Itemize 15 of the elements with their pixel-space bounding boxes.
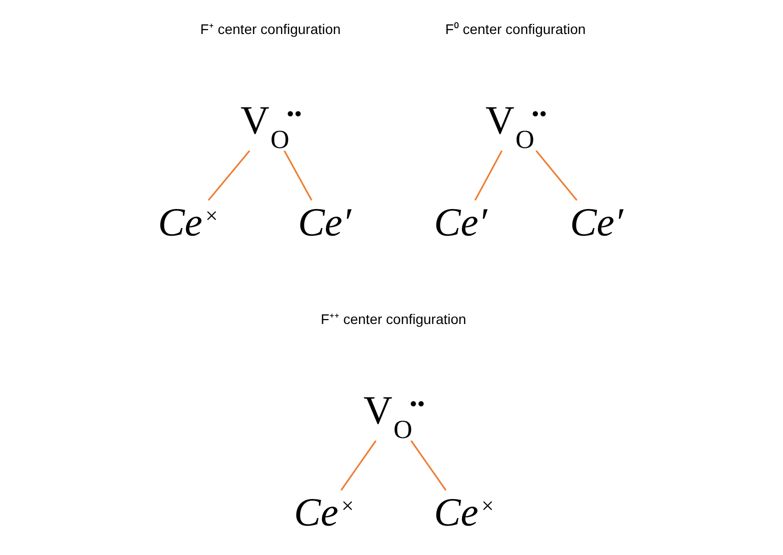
label: F⁺ center configuration [200, 21, 341, 38]
connector [474, 150, 503, 201]
label: F⁰ center configuration [445, 21, 586, 38]
connector [340, 440, 376, 491]
connector [536, 150, 578, 201]
node-text: Ce′ [570, 200, 624, 244]
node-text: Ce′ [434, 200, 488, 244]
node-text: Ce$^{×}$ [434, 490, 495, 534]
connector [410, 440, 446, 491]
node-text: Ce$^{×}$ [158, 200, 219, 244]
connector [284, 150, 312, 201]
node-text: Ce′ [298, 200, 352, 244]
connector [208, 150, 250, 201]
node-text: Ce$^{×}$ [294, 490, 355, 534]
label: F⁺⁺ center configuration [320, 311, 466, 328]
